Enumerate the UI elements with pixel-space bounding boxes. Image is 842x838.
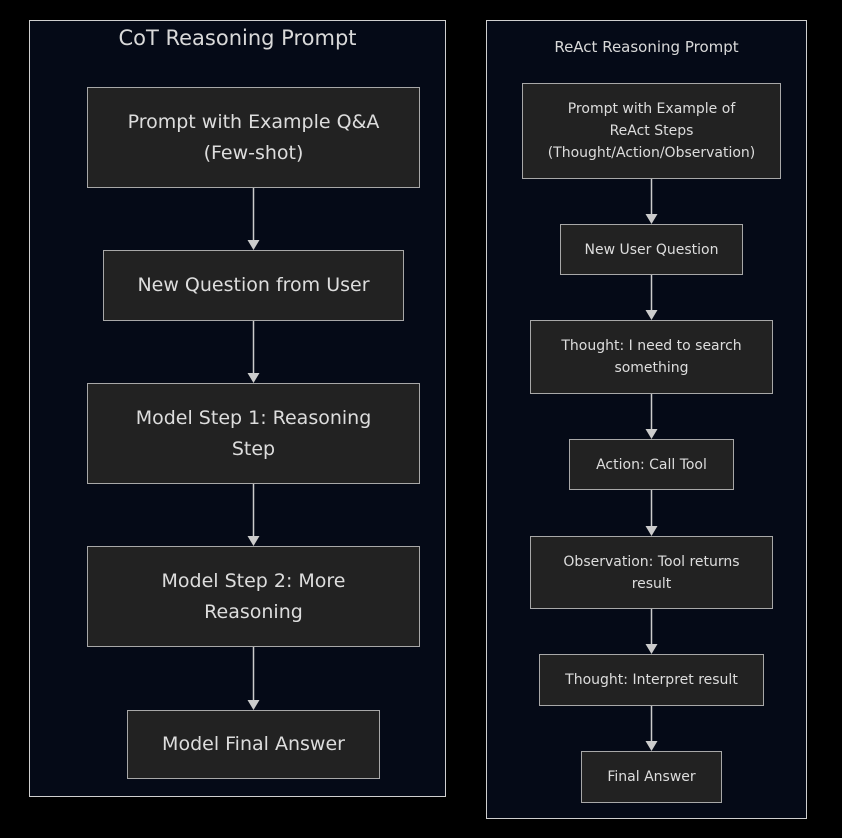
react-node-observation: Observation: Tool returns result: [530, 536, 773, 609]
react-node-thought-search: Thought: I need to search something: [530, 320, 773, 394]
cot-node-reasoning-step-1: Model Step 1: Reasoning Step: [87, 383, 420, 484]
cot-node-new-question: New Question from User: [103, 250, 404, 321]
react-node-new-user-question: New User Question: [560, 224, 743, 275]
react-panel-title: ReAct Reasoning Prompt: [554, 38, 739, 56]
cot-node-reasoning-step-2: Model Step 2: More Reasoning: [87, 546, 420, 647]
cot-node-final-answer: Model Final Answer: [127, 710, 380, 779]
react-node-final-answer: Final Answer: [581, 751, 722, 803]
react-node-thought-interpret: Thought: Interpret result: [539, 654, 764, 706]
cot-node-few-shot-prompt: Prompt with Example Q&A (Few-shot): [87, 87, 420, 188]
cot-panel-title: CoT Reasoning Prompt: [118, 26, 357, 50]
react-node-example-prompt: Prompt with Example of ReAct Steps (Thou…: [522, 83, 781, 179]
react-node-action-call-tool: Action: Call Tool: [569, 439, 734, 490]
